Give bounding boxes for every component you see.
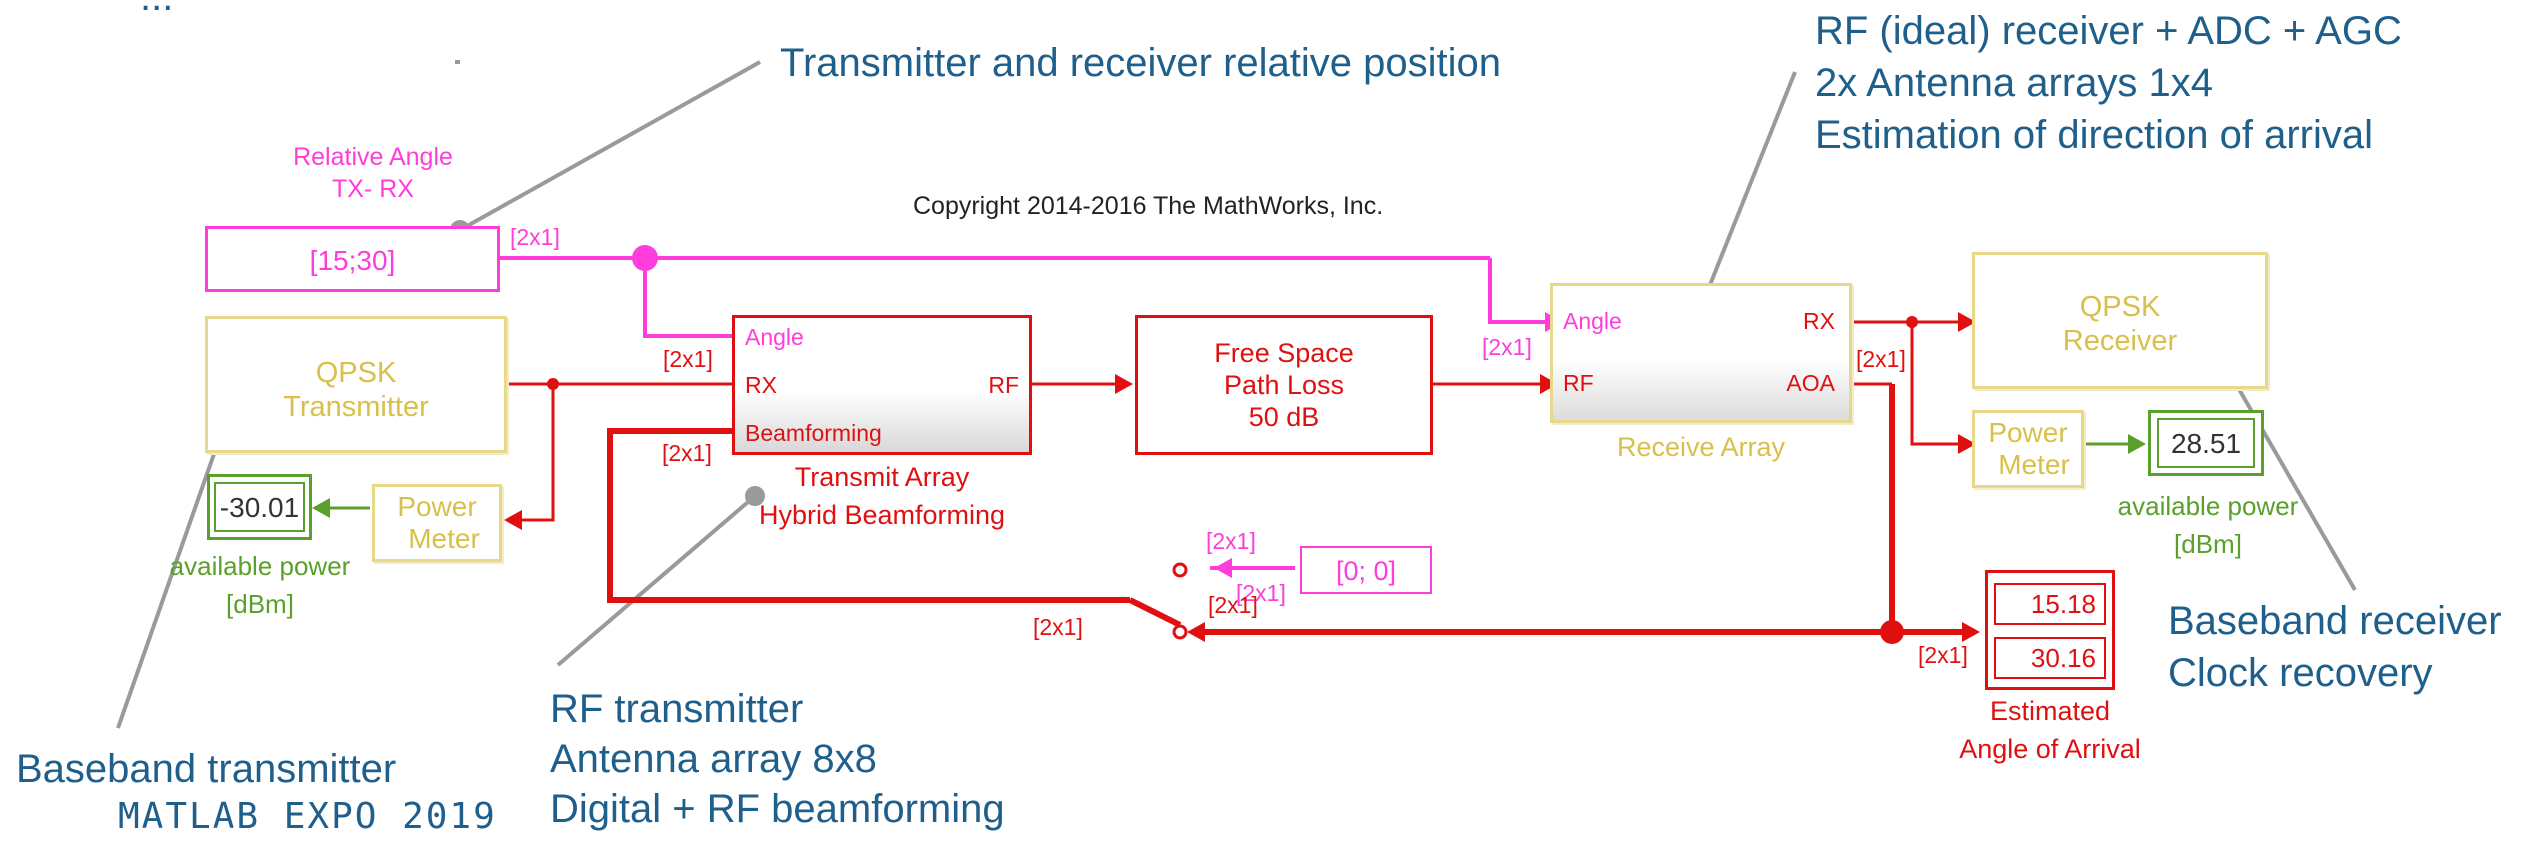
rx-port-angle: Angle: [1563, 308, 1622, 334]
rx-meter-line-2: Meter: [1998, 449, 2070, 480]
dim-label-estimated: [2x1]: [1918, 642, 1968, 668]
relative-angle-constant-block[interactable]: [15;30]: [205, 226, 500, 292]
zero-constant-block[interactable]: [0; 0]: [1300, 546, 1432, 594]
estimated-label-1: Estimated: [1989, 696, 2111, 726]
rx-power-label-1: available power: [2117, 491, 2299, 521]
estimated-angle-value-1: 15.18: [1994, 583, 2106, 625]
tx-meter-line-2: Meter: [408, 523, 480, 554]
annotation-rx-baseband-line-2: Clock recovery: [2168, 651, 2433, 695]
annotation-rx-baseband-line-1: Baseband receiver: [2168, 599, 2502, 643]
dim-label-beamforming: [2x1]: [662, 440, 712, 466]
annotation-rf-tx-line-3: Digital + RF beamforming: [550, 787, 1005, 831]
annotation-relative-position: Transmitter and receiver relative positi…: [780, 41, 1502, 85]
annotation-rx-line-3: Estimation of direction of arrival: [1815, 113, 2374, 157]
dim-label-zero-2: [2x1]: [1236, 580, 1286, 606]
qpsk-transmitter-block[interactable]: QPSK Transmitter: [205, 316, 507, 453]
rx-power-meter-block[interactable]: Power Meter: [1972, 410, 2084, 488]
rx-power-value: 28.51: [2157, 418, 2255, 468]
annotation-rf-tx-line-2: Antenna array 8x8: [550, 737, 877, 781]
copyright-text: Copyright 2014-2016 The MathWorks, Inc.: [913, 192, 1384, 220]
transmit-array-label-2: Hybrid Beamforming: [758, 500, 1006, 530]
rx-power-label-2: [dBm]: [2174, 529, 2242, 559]
qpsk-tx-line-1: QPSK: [315, 357, 397, 389]
qpsk-receiver-block[interactable]: QPSK Receiver: [1972, 252, 2268, 389]
dim-label-zero: [2x1]: [1206, 528, 1256, 554]
free-space-path-loss-block[interactable]: Free Space Path Loss 50 dB: [1135, 315, 1433, 455]
transmit-array-block[interactable]: Angle RX Beamforming RF: [732, 315, 1032, 455]
free-space-line-1: Free Space: [1214, 338, 1354, 368]
free-space-line-2: Path Loss: [1223, 370, 1345, 400]
rx-port-aoa: AOA: [1786, 370, 1835, 396]
annotation-rx-line-2: 2x Antenna arrays 1x4: [1815, 61, 2214, 105]
dim-label-switch-out: [2x1]: [1033, 614, 1083, 640]
dim-label-angle: [2x1]: [510, 224, 560, 250]
free-space-line-3: 50 dB: [1248, 402, 1320, 432]
transmit-array-label-1: Transmit Array: [794, 462, 970, 492]
tx-power-meter-block[interactable]: Power Meter: [372, 484, 502, 562]
rx-power-display: 28.51: [2148, 410, 2264, 476]
tx-port-angle: Angle: [745, 324, 804, 350]
tx-power-label-2: [dBm]: [226, 589, 294, 619]
dim-label-angle-rx: [2x1]: [1482, 334, 1532, 360]
qpsk-rx-line-1: QPSK: [2079, 291, 2161, 323]
qpsk-tx-line-2: Transmitter: [283, 391, 429, 423]
title-fragment: ...: [140, 0, 173, 20]
rx-port-rx: RX: [1803, 308, 1835, 334]
receive-array-block[interactable]: Angle RF RX AOA: [1550, 283, 1852, 423]
dim-label-angle-tx: [2x1]: [663, 346, 713, 372]
rx-port-rf: RF: [1563, 370, 1594, 396]
tx-power-display: -30.01: [207, 474, 312, 540]
zero-constant-value: [0; 0]: [1335, 556, 1397, 586]
receive-array-label: Receive Array: [1616, 432, 1786, 462]
tx-power-label-1: available power: [169, 551, 351, 581]
tx-meter-line-1: Power: [397, 491, 477, 522]
tx-power-value: -30.01: [214, 482, 305, 532]
relative-angle-label-1: Relative Angle: [293, 143, 453, 171]
tx-port-beamforming: Beamforming: [745, 420, 882, 446]
rx-meter-line-1: Power: [1988, 417, 2068, 448]
dim-label-aoa: [2x1]: [1856, 346, 1906, 372]
estimated-angle-display: 15.18 30.16: [1985, 570, 2115, 690]
qpsk-rx-line-2: Receiver: [2062, 325, 2178, 357]
estimated-angle-value-2: 30.16: [1994, 637, 2106, 679]
relative-angle-label-2: TX- RX: [332, 175, 414, 203]
tx-port-rf: RF: [988, 372, 1019, 398]
annotation-rf-tx-line-1: RF transmitter: [550, 687, 804, 731]
matlab-expo-label: MATLAB EXPO 2019: [118, 796, 497, 837]
relative-angle-value: [15;30]: [309, 245, 396, 276]
dim-label-aoa-feedback: [2x1]: [1208, 592, 1258, 618]
estimated-label-2: Angle of Arrival: [1959, 734, 2141, 764]
annotation-baseband-transmitter: Baseband transmitter: [16, 747, 397, 791]
annotation-rx-line-1: RF (ideal) receiver + ADC + AGC: [1815, 9, 2402, 53]
tx-port-rx: RX: [745, 372, 777, 398]
